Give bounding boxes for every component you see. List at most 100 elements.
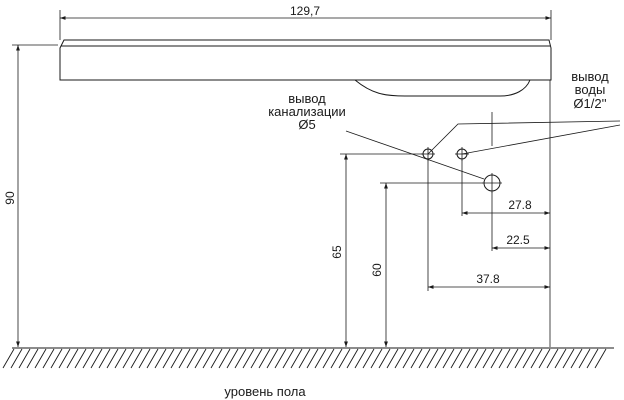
- svg-text:воды: воды: [575, 82, 606, 97]
- svg-text:вывод: вывод: [288, 91, 326, 106]
- floor-hatch-line: [570, 348, 583, 369]
- floor-hatch-line: [242, 348, 255, 369]
- floor-hatch-line: [514, 348, 527, 369]
- floor-hatch-line: [274, 348, 287, 369]
- svg-text:22.5: 22.5: [506, 233, 530, 247]
- floor-hatch-line: [290, 348, 303, 369]
- floor-hatch-line: [314, 348, 327, 369]
- dimension-drain-height: 65: [330, 154, 348, 347]
- floor-hatch-line: [546, 348, 559, 369]
- floor-hatch-line: [354, 348, 367, 369]
- svg-text:вывод: вывод: [571, 69, 609, 84]
- floor-hatch-line: [130, 348, 143, 369]
- dimension-height: 90: [3, 44, 58, 347]
- floor-hatch-line: [370, 348, 383, 369]
- svg-text:65: 65: [330, 245, 344, 259]
- floor-hatch-line: [154, 348, 167, 369]
- floor-hatch-line: [586, 348, 599, 369]
- floor-hatch-line: [498, 348, 511, 369]
- floor-hatch-line: [106, 348, 119, 369]
- dimension-width: 129,7: [59, 4, 552, 40]
- dimension-drain-offset-left: 37.8: [428, 272, 550, 289]
- floor-hatch-line: [34, 348, 47, 369]
- floor-hatch-line: [458, 348, 471, 369]
- floor-hatch-line: [10, 348, 23, 369]
- height-value: 90: [3, 191, 17, 205]
- floor-hatch-line: [330, 348, 343, 369]
- floor-hatch-line: [218, 348, 231, 369]
- floor-hatch-line: [66, 348, 79, 369]
- floor-hatch-line: [186, 348, 199, 369]
- leaders: [345, 120, 621, 180]
- floor-hatch-line: [578, 348, 591, 369]
- floor-hatch-line: [506, 348, 519, 369]
- dimension-drain-offset-right: 22.5: [492, 233, 550, 250]
- floor-hatch-line: [90, 348, 103, 369]
- floor-hatch-line: [258, 348, 271, 369]
- floor-hatch-line: [26, 348, 39, 369]
- floor-hatch-line: [58, 348, 71, 369]
- floor-hatch-line: [522, 348, 535, 369]
- floor-hatch-line: [194, 348, 207, 369]
- basin-body: [59, 39, 552, 97]
- floor-hatch-line: [386, 348, 399, 369]
- floor-hatch-line: [298, 348, 311, 369]
- floor-hatch-line: [466, 348, 479, 369]
- floor-hatch-line: [562, 348, 575, 369]
- floor-hatch-line: [442, 348, 455, 369]
- drain-label: вывод канализации Ø5: [268, 91, 346, 132]
- floor-hatch-line: [394, 348, 407, 369]
- floor-hatch-line: [2, 348, 15, 369]
- floor-hatch-line: [538, 348, 551, 369]
- dimension-water-height: 60: [370, 183, 388, 347]
- water-label: вывод воды Ø1/2'': [571, 69, 609, 111]
- floor-label: уровень пола: [224, 384, 306, 399]
- width-value: 129,7: [290, 4, 320, 18]
- floor-hatch-line: [74, 348, 87, 369]
- floor-hatch-line: [170, 348, 183, 369]
- floor-hatch-line: [474, 348, 487, 369]
- floor-hatch-line: [554, 348, 567, 369]
- svg-text:Ø5: Ø5: [298, 117, 315, 132]
- floor-hatch-line: [146, 348, 159, 369]
- svg-text:Ø1/2'': Ø1/2'': [573, 96, 606, 111]
- floor-hatch-line: [434, 348, 447, 369]
- floor-hatch-line: [594, 348, 607, 369]
- dimension-water-offset: 27.8: [462, 198, 550, 215]
- floor-hatch-line: [162, 348, 175, 369]
- floor-hatch-line: [98, 348, 111, 369]
- floor-hatch-line: [234, 348, 247, 369]
- floor-hatch-line: [226, 348, 239, 369]
- floor-hatch-line: [402, 348, 415, 369]
- floor-hatch-line: [306, 348, 319, 369]
- floor-hatch-line: [178, 348, 191, 369]
- svg-text:27.8: 27.8: [508, 198, 532, 212]
- floor-hatch-line: [114, 348, 127, 369]
- floor-hatch-line: [378, 348, 391, 369]
- floor-hatch-line: [282, 348, 295, 369]
- extension-lines: [340, 112, 493, 291]
- floor-hatch-line: [138, 348, 151, 369]
- floor-hatch-line: [82, 348, 95, 369]
- floor-hatch-line: [122, 348, 135, 369]
- floor-hatch-line: [410, 348, 423, 369]
- floor-hatch-line: [18, 348, 31, 369]
- floor-hatch-line: [362, 348, 375, 369]
- floor-hatch-line: [482, 348, 495, 369]
- floor-hatch-line: [266, 348, 279, 369]
- floor: [2, 347, 614, 369]
- floor-hatch-line: [346, 348, 359, 369]
- floor-hatch-line: [450, 348, 463, 369]
- floor-hatch-line: [42, 348, 55, 369]
- floor-hatch-line: [202, 348, 215, 369]
- outlets: [421, 147, 502, 193]
- svg-text:канализации: канализации: [268, 104, 346, 119]
- floor-hatch-line: [338, 348, 351, 369]
- floor-hatch-line: [418, 348, 431, 369]
- floor-hatch-line: [250, 348, 263, 369]
- svg-text:60: 60: [370, 263, 384, 277]
- floor-hatch-line: [426, 348, 439, 369]
- svg-text:37.8: 37.8: [476, 272, 500, 286]
- floor-hatch-line: [322, 348, 335, 369]
- floor-hatch-line: [50, 348, 63, 369]
